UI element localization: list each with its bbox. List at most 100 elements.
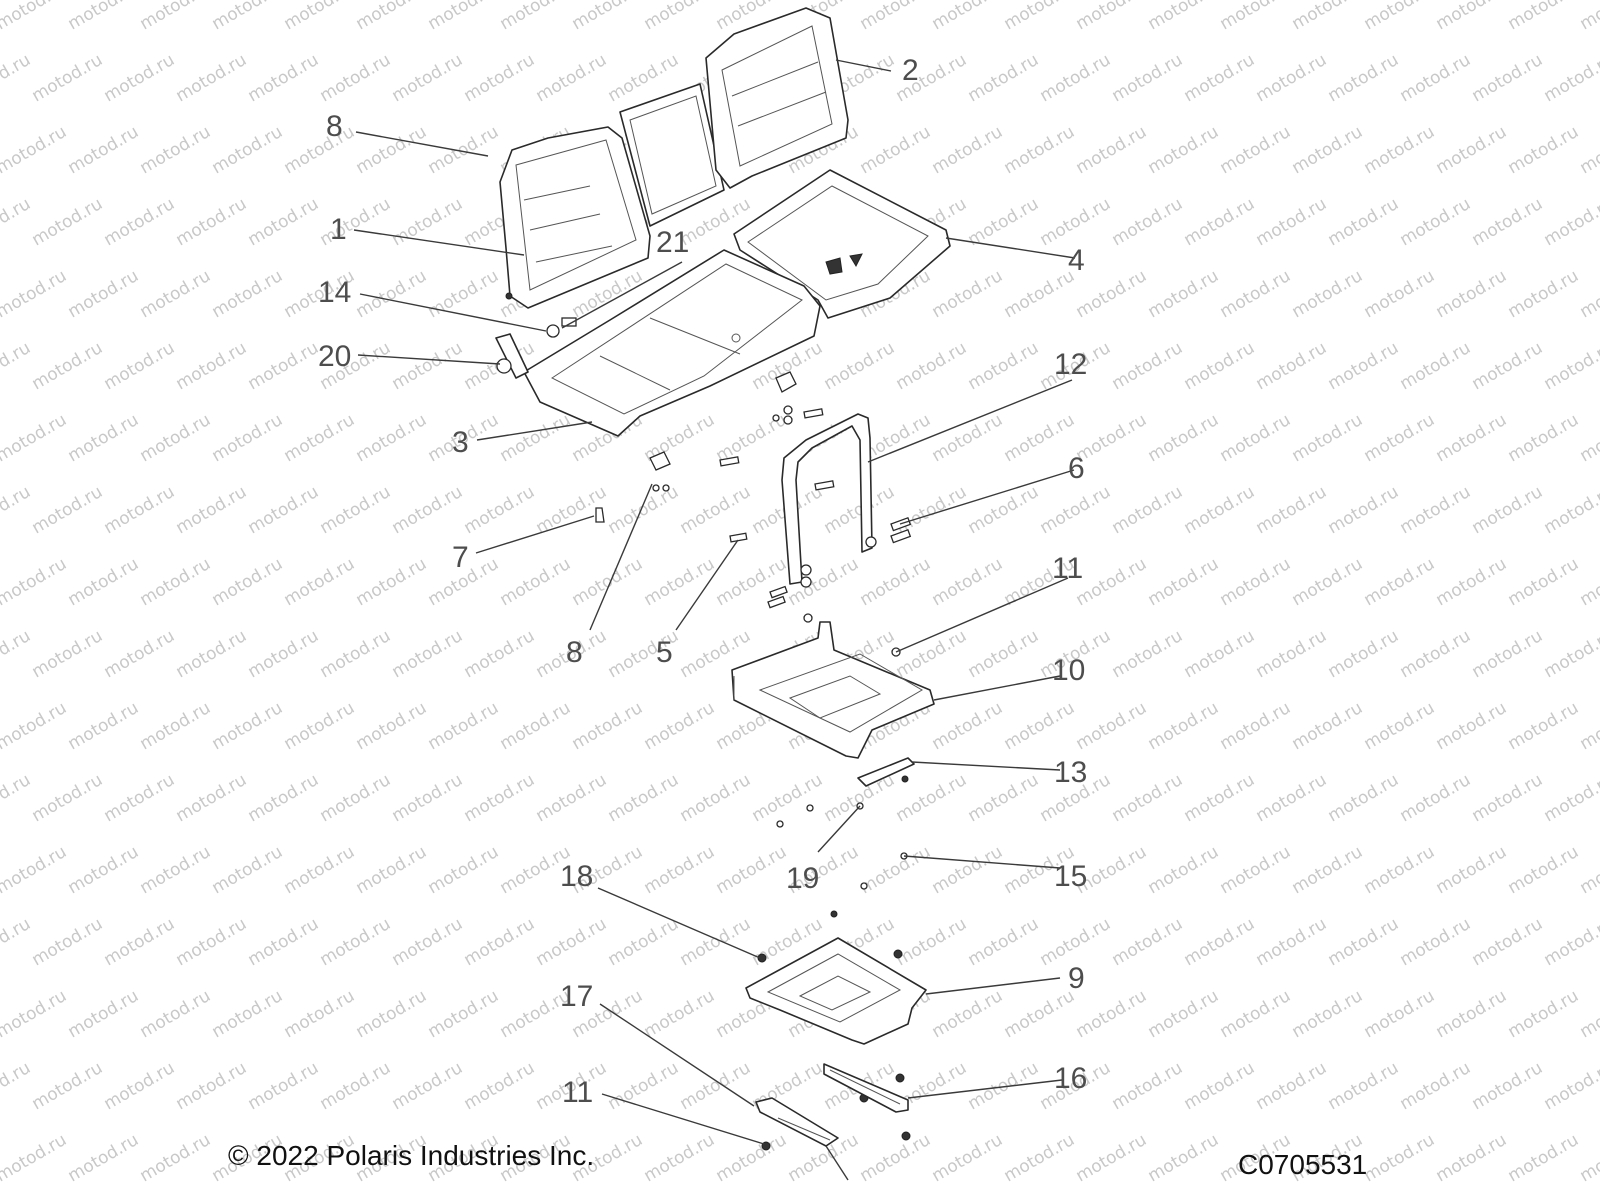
watermark-text: motod.ru [29,1058,107,1114]
watermark-text: motod.ru [1109,482,1187,538]
watermark-text: motod.ru [1361,1130,1439,1186]
watermark-text: motod.ru [1361,986,1439,1042]
watermark-text: motod.ru [965,338,1043,394]
callout-21: 21 [656,226,689,259]
watermark-text: motod.ru [209,986,287,1042]
callout-19: 19 [786,862,819,895]
watermark-text: motod.ru [1325,626,1403,682]
callout-6: 6 [1068,452,1085,485]
watermark-text: motod.ru [1433,266,1511,322]
watermark-text: motod.ru [1001,266,1079,322]
watermark-text: motod.ru [389,914,467,970]
watermark-text: motod.ru [1145,410,1223,466]
watermark-text: motod.ru [1145,122,1223,178]
watermark-text: motod.ru [1361,698,1439,754]
callout-11-top: 11 [1052,552,1083,585]
watermark-text: motod.ru [317,626,395,682]
watermark-text: motod.ru [1325,914,1403,970]
watermark-text: motod.ru [137,266,215,322]
watermark-text: motod.ru [497,410,575,466]
watermark-text: motod.ru [29,482,107,538]
watermark-text: motod.ru [1433,554,1511,610]
watermark-text: motod.ru [1253,1058,1331,1114]
watermark-text: motod.ru [533,50,611,106]
watermark-text: motod.ru [1469,338,1547,394]
watermark-text: motod.ru [461,770,539,826]
watermark-text: motod.ru [929,1130,1007,1186]
watermark-text: motod.ru [1253,770,1331,826]
watermark-text: motod.ru [1541,50,1600,106]
callout-5: 5 [656,636,673,669]
watermark-text: motod.ru [1217,986,1295,1042]
watermark-text: motod.ru [1469,1058,1547,1114]
callout-13: 13 [1054,756,1087,789]
watermark-text: motod.ru [497,0,575,34]
watermark-text: motod.ru [1217,266,1295,322]
watermark-text: motod.ru [353,986,431,1042]
watermark-text: motod.ru [1361,0,1439,34]
watermark-text: motod.ru [1541,1058,1600,1114]
watermark-text: motod.ru [389,1058,467,1114]
watermark-text: motod.ru [173,1058,251,1114]
watermark-text: motod.ru [173,338,251,394]
watermark-text: motod.ru [101,1058,179,1114]
watermark-text: motod.ru [389,626,467,682]
watermark-text: motod.ru [0,482,34,538]
callout-8-middle: 8 [566,636,583,669]
watermark-text: motod.ru [1433,1130,1511,1186]
callout-3: 3 [452,426,469,459]
watermark-text: motod.ru [965,50,1043,106]
watermark-text: motod.ru [461,50,539,106]
watermark-text: motod.ru [281,698,359,754]
watermark-text: motod.ru [425,122,503,178]
watermark-text: motod.ru [1109,626,1187,682]
watermark-text: motod.ru [0,1058,34,1114]
watermark-text: motod.ru [29,770,107,826]
watermark-text: motod.ru [857,122,935,178]
watermark-text: motod.ru [425,986,503,1042]
watermark-text: motod.ru [1541,338,1600,394]
watermark-text: motod.ru [677,1058,755,1114]
watermark-text: motod.ru [137,842,215,898]
watermark-text: motod.ru [1181,482,1259,538]
leader-lines [353,59,1076,1145]
watermark-text: motod.ru [0,194,34,250]
watermark-text: motod.ru [389,194,467,250]
watermark-text: motod.ru [1505,122,1583,178]
watermark-text: motod.ru [1577,410,1600,466]
watermark-text: motod.ru [1181,338,1259,394]
watermark-text: motod.ru [1505,0,1583,34]
seat-frame-u-bar [781,413,877,588]
watermark-text: motod.ru [281,842,359,898]
callout-labels: 1 2 3 4 5 6 7 8 8 9 10 11 11 12 13 14 15… [318,54,1087,1109]
watermark-text: motod.ru [137,410,215,466]
watermark-text: motod.ru [1145,266,1223,322]
watermark-text: motod.ru [1361,842,1439,898]
watermark-text: motod.ru [605,770,683,826]
watermark-text: motod.ru [1397,50,1475,106]
watermark-text: motod.ru [605,1058,683,1114]
watermark-text: motod.ru [1037,194,1115,250]
watermark-text: motod.ru [101,626,179,682]
watermark-text: motod.ru [1577,698,1600,754]
watermark-text: motod.ru [1577,554,1600,610]
watermark-text: motod.ru [929,986,1007,1042]
watermark-text: motod.ru [1289,410,1367,466]
right-seat-bottom [733,169,951,319]
watermark-text: motod.ru [1325,482,1403,538]
watermark-text: motod.ru [101,482,179,538]
watermark-text: motod.ru [1289,122,1367,178]
watermark-text: motod.ru [1217,122,1295,178]
watermark-text: motod.ru [929,266,1007,322]
watermark-text: motod.ru [857,0,935,34]
watermark-text: motod.ru [65,1130,143,1186]
watermark-text: motod.ru [1397,626,1475,682]
watermark-text: motod.ru [317,1058,395,1114]
watermark-text: motod.ru [1109,1058,1187,1114]
watermark-text: motod.ru [389,50,467,106]
watermark-text: motod.ru [929,122,1007,178]
watermark-text: motod.ru [1577,986,1600,1042]
watermark-text: motod.ru [929,554,1007,610]
upper-fasteners [595,371,912,609]
watermark-text: motod.ru [29,194,107,250]
